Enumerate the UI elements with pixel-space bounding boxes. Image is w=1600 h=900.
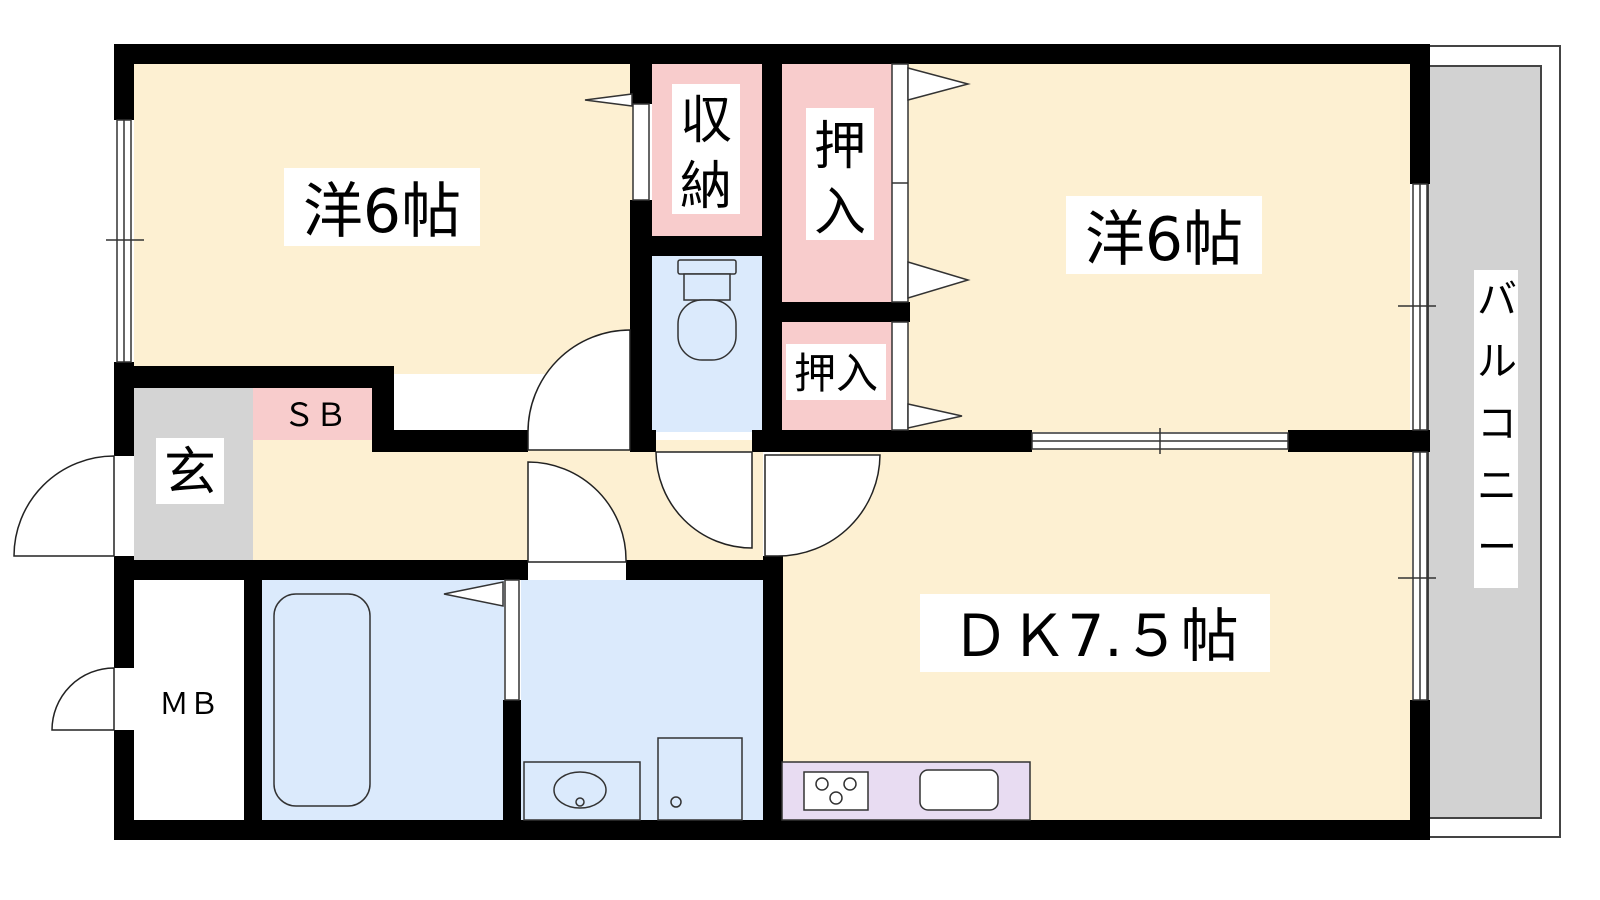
door-mb[interactable]	[51, 667, 115, 731]
label-closet-2: 納	[680, 157, 732, 217]
windows	[106, 119, 1436, 701]
label-genkan: 玄	[164, 443, 216, 503]
room-labels: 洋6帖 洋6帖 ＤＫ7.５帖 収 納 押 入 押入 ＳＢ 玄 ＭＢ	[156, 84, 1270, 722]
balcony-char-1: バ	[1477, 277, 1517, 323]
shoe-box-floor	[253, 388, 373, 440]
mb-floor	[134, 580, 244, 820]
fixtures	[273, 259, 1031, 821]
door-washroom[interactable]	[527, 461, 627, 563]
label-closet-1: 収	[680, 91, 732, 151]
balcony-char-4: ニ	[1477, 463, 1517, 509]
label-mb: ＭＢ	[159, 687, 219, 722]
kitchen-sink-icon	[919, 769, 999, 811]
door-bedroom-left[interactable]	[527, 329, 631, 451]
walls	[114, 44, 1430, 840]
room-fills	[134, 64, 1412, 820]
label-oshiire-top-2: 入	[814, 183, 866, 243]
label-oshiire-top-1: 押	[814, 117, 866, 177]
label-oshiire-small: 押入	[794, 349, 878, 398]
closet-sliding-door[interactable]	[632, 103, 650, 201]
bath-sliding-door[interactable]	[504, 579, 520, 701]
balcony: バ ル コ ニ ー	[1427, 45, 1561, 838]
balcony-char-5: ー	[1477, 525, 1517, 571]
label-shoe-box: ＳＢ	[283, 396, 347, 434]
door-dk[interactable]	[764, 454, 881, 557]
oshiire-small-sliding-door[interactable]	[891, 321, 909, 431]
door-entrance[interactable]	[13, 455, 115, 557]
label-western-room-right: 洋6帖	[1085, 205, 1243, 275]
toilet-icon	[677, 259, 737, 361]
washbasin-icon	[523, 761, 641, 821]
sliding-doors	[443, 63, 1289, 701]
gas-stove-icon	[803, 771, 869, 811]
balcony-char-3: コ	[1477, 401, 1517, 447]
washing-machine-icon	[657, 737, 743, 821]
door-toilet[interactable]	[655, 451, 753, 549]
swing-doors	[13, 329, 881, 731]
bathtub-icon	[273, 593, 371, 807]
label-western-room-left: 洋6帖	[303, 177, 461, 247]
label-dk: ＤＫ7.５帖	[951, 602, 1238, 670]
balcony-char-2: ル	[1477, 339, 1517, 385]
